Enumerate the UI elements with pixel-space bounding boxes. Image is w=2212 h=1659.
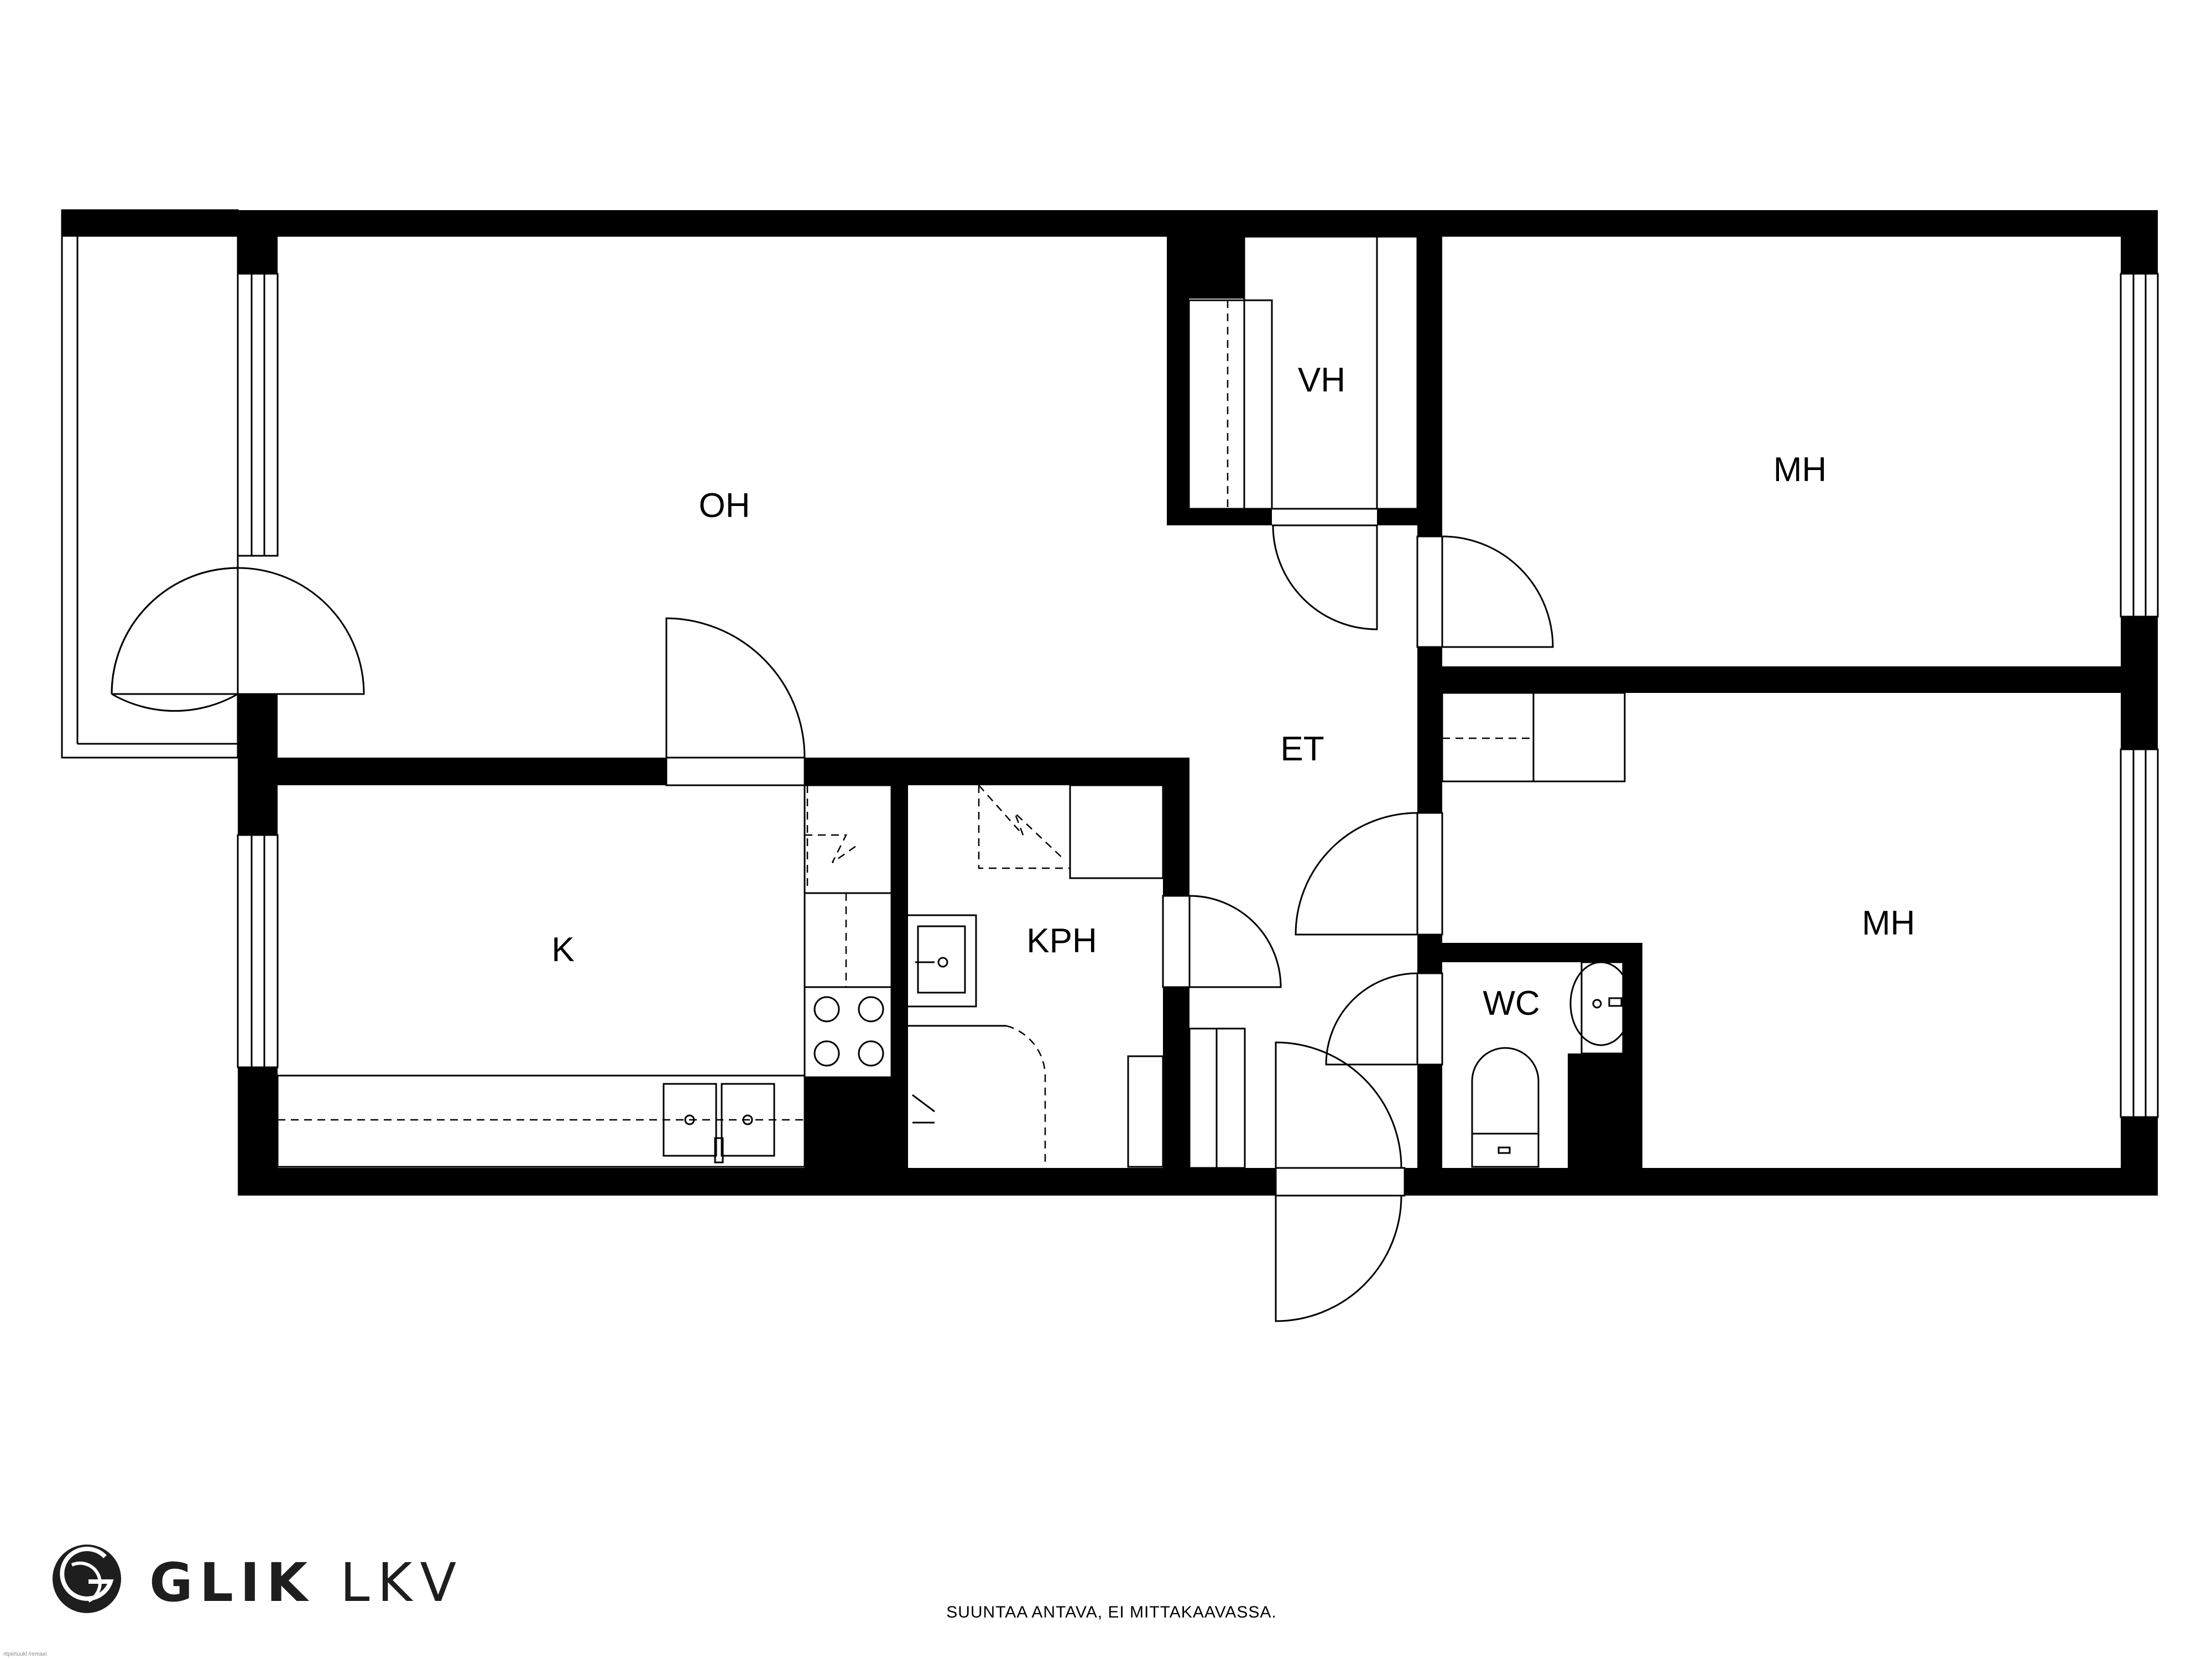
glik-logo-mark-icon	[53, 1545, 121, 1613]
room-label-mh-upper: MH	[1773, 451, 1827, 489]
fixtures	[276, 236, 1632, 1169]
room-label-kph: KPH	[1026, 922, 1097, 960]
room-label-vh: VH	[1298, 361, 1345, 399]
room-label-k: K	[551, 931, 574, 969]
walls	[62, 210, 2158, 1196]
room-label-mh-lower: MH	[1862, 904, 1915, 942]
disclaimer-text: SUUNTAA ANTAVA, EI MITTAKAAVASSA.	[946, 1603, 1277, 1621]
balcony	[61, 209, 239, 759]
doors	[111, 524, 1554, 1322]
room-label-et: ET	[1280, 730, 1324, 768]
room-label-wc: WC	[1483, 984, 1540, 1022]
credit-text: ritpiirtuukl /remaxi	[3, 1651, 46, 1657]
windows	[237, 273, 2159, 1118]
room-label-oh: OH	[699, 487, 750, 525]
brand-name-bold: GLIK	[149, 1552, 314, 1614]
brand-name-light: LKV	[340, 1552, 464, 1614]
